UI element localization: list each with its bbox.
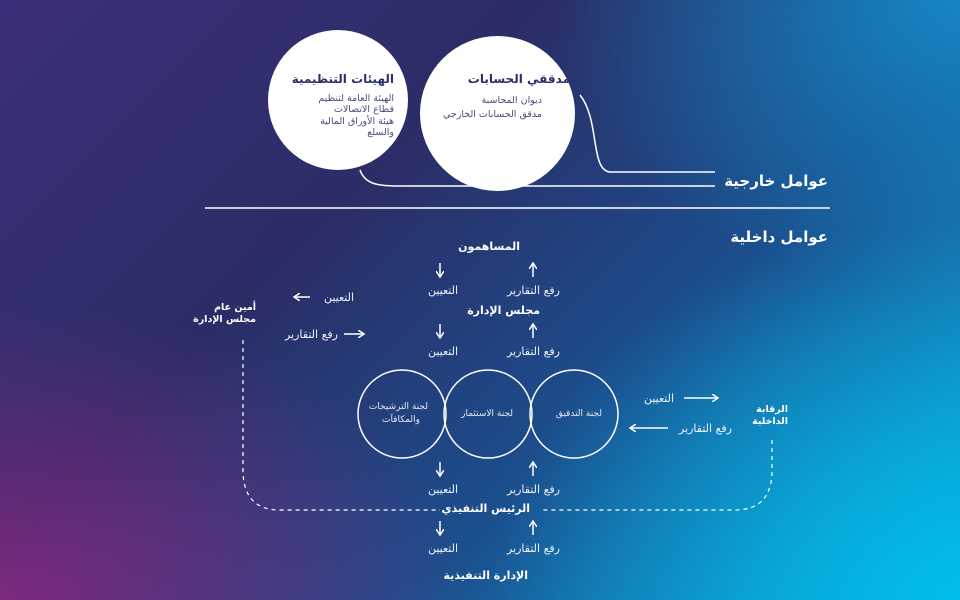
appoint-label: التعيين — [643, 392, 674, 405]
auditors-line: مدقق الحسابات الخارجي — [442, 109, 542, 120]
auditors-title: مدققي الحسابات — [467, 72, 570, 86]
internal-audit-node: الرقابة — [756, 404, 788, 415]
auditors-connector — [579, 94, 715, 173]
report-label: رفع التقارير — [678, 422, 732, 435]
ceo-node: الرئيس التنفيذي — [441, 502, 530, 515]
internal-audit-node: الداخلية — [752, 416, 788, 427]
regulators-line: هيئة الأوراق المالية — [320, 116, 394, 127]
board-secretary-node: مجلس الإدارة — [193, 314, 256, 325]
committee-nominations-circle — [357, 369, 447, 459]
regulators-line: الهيئة العامة لتنظيم — [318, 93, 394, 104]
board-node: مجلس الإدارة — [467, 304, 540, 317]
appoint-label: التعيين — [427, 542, 458, 555]
external-factors-heading: عوامل خارجية — [724, 172, 828, 190]
regulators-circle — [268, 30, 408, 170]
report-label: رفع التقارير — [506, 284, 560, 297]
auditors-circle — [420, 36, 575, 191]
committee-investment-label: لجنة الاستثمار — [461, 409, 513, 419]
board-secretary-node: أمين عام — [214, 302, 256, 313]
report-label: رفع التقارير — [284, 328, 338, 341]
report-label: رفع التقارير — [506, 542, 560, 555]
committee-audit-circle — [529, 369, 619, 459]
committee-nominations-label: لجنة الترشيحات — [368, 402, 428, 412]
appoint-label: التعيين — [323, 291, 354, 304]
committee-audit-label: لجنة التدقيق — [555, 409, 602, 419]
internal-audit-dashed-line — [540, 440, 773, 511]
shareholders-node: المساهمون — [458, 240, 520, 253]
appoint-label: التعيين — [427, 345, 458, 358]
appoint-label: التعيين — [427, 483, 458, 496]
management-node: الإدارة التنفيذية — [443, 569, 528, 582]
auditors-line: ديوان المحاسبة — [481, 95, 542, 106]
report-label: رفع التقارير — [506, 483, 560, 496]
secretary-dashed-line — [242, 340, 440, 511]
committee-nominations-label: والمكافآت — [381, 415, 420, 425]
regulators-title: الهيئات التنظيمية — [291, 72, 394, 86]
regulators-line: والسلع — [367, 127, 394, 138]
committee-investment-circle — [443, 369, 533, 459]
report-label: رفع التقارير — [506, 345, 560, 358]
appoint-label: التعيين — [427, 284, 458, 297]
regulators-connector — [359, 169, 715, 187]
regulators-line: قطاع الاتصالات — [333, 104, 394, 115]
internal-factors-heading: عوامل داخلية — [730, 228, 828, 246]
